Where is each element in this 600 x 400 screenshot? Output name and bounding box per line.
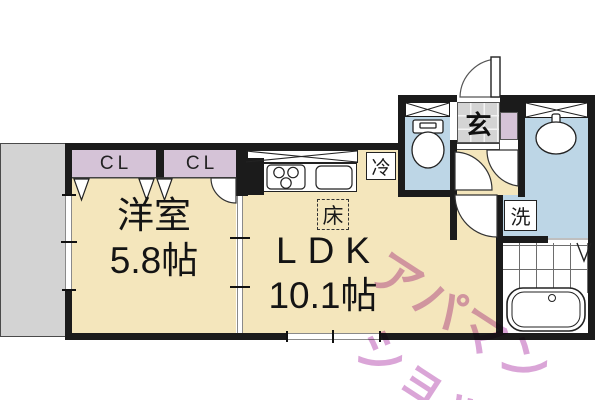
wall-washroom-bath xyxy=(503,236,548,243)
western-room-name: 洋室 xyxy=(117,195,191,236)
western-room-label: 洋室 5.8帖 xyxy=(72,193,236,283)
entrance-tile-area xyxy=(457,102,500,143)
entrance-step xyxy=(450,143,500,150)
floor-storage-hatch: 床 xyxy=(317,199,349,230)
floor-hatch-label: 床 xyxy=(322,204,344,228)
hallway-floor xyxy=(456,150,518,197)
wall-top-mid xyxy=(398,95,457,102)
sliding-partition xyxy=(237,196,243,333)
wall-left-upper xyxy=(65,143,72,195)
wall-top-right xyxy=(500,95,595,102)
washroom-storage-box xyxy=(525,102,588,118)
wall-top-left xyxy=(65,143,405,150)
wall-closet-divider xyxy=(156,146,164,178)
wall-ldk-bath xyxy=(496,195,503,340)
toilet-room xyxy=(405,117,450,192)
ldk-label: LDK 10.1帖 xyxy=(243,228,403,318)
bathroom-tile-floor xyxy=(503,243,588,293)
window-west-room xyxy=(65,195,72,290)
western-room-size: 5.8帖 xyxy=(109,240,199,281)
kitchen-counter xyxy=(262,163,357,192)
shoe-cabinet xyxy=(500,112,518,140)
closet-left: CL xyxy=(72,150,156,178)
outside-gray-block xyxy=(0,143,67,337)
wall-kitchen-side xyxy=(248,158,264,195)
wall-toilet-left xyxy=(398,95,405,197)
ldk-size: 10.1帖 xyxy=(268,275,378,316)
wall-below-toilet xyxy=(398,190,457,197)
wall-partition-stub xyxy=(236,143,248,196)
refrigerator-space: 冷 xyxy=(366,152,396,180)
toilet-storage-box xyxy=(405,102,450,117)
closet-right-label: CL xyxy=(185,152,219,174)
entrance-label: 玄 xyxy=(465,109,492,140)
closet-left-label: CL xyxy=(99,152,133,174)
wall-hall-washroom xyxy=(518,95,525,197)
closet-right: CL xyxy=(164,150,236,178)
wall-left-lower xyxy=(65,290,72,340)
laundry-label: 洗 xyxy=(510,207,531,229)
refrigerator-label: 冷 xyxy=(371,157,391,179)
washing-machine-space: 洗 xyxy=(504,200,537,231)
wall-bottom-left xyxy=(65,333,287,340)
entrance-door-icon xyxy=(459,56,501,98)
washroom-upper xyxy=(525,117,588,197)
wall-right xyxy=(588,95,595,340)
ldk-name: LDK xyxy=(276,230,381,271)
wall-bottom-right xyxy=(380,333,595,340)
